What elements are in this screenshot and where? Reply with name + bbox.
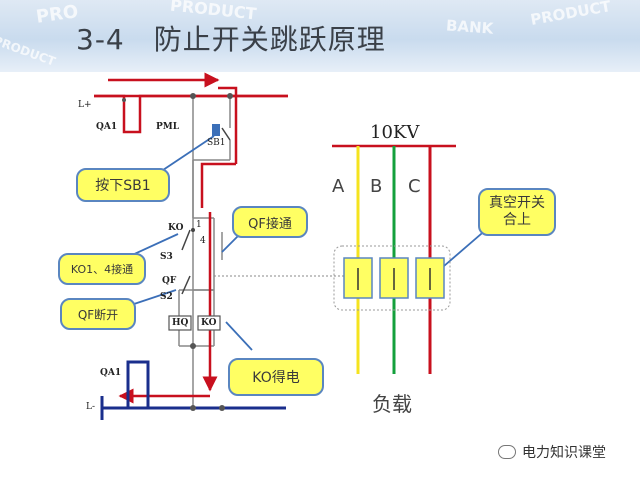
ko-contact <box>181 229 191 251</box>
sb1-pushbutton <box>212 124 220 136</box>
qa1-bottom-label: QA1 <box>100 368 122 378</box>
junction-dots <box>122 93 233 411</box>
voltage-label: 10KV <box>370 122 420 143</box>
hq-coil <box>168 315 192 331</box>
sb1-label: SB1 <box>207 138 226 148</box>
brand-name: 电力知识课堂 <box>522 445 606 461</box>
qf-contact <box>181 275 191 295</box>
s3-label: S3 <box>160 252 173 262</box>
negative-bus-label: L- <box>86 402 96 412</box>
pml-label: PML <box>156 122 180 132</box>
ko-coil <box>197 315 221 331</box>
ko-coil-label: KO <box>201 318 217 328</box>
ko-contact-label: KO <box>168 223 184 233</box>
hq-coil-label: HQ <box>172 318 189 328</box>
load-label: 负载 <box>372 392 412 416</box>
callout-qf-off: QF断开 <box>60 298 136 330</box>
chat-bubble-icon <box>498 445 516 459</box>
callout-press-sb1: 按下SB1 <box>76 168 170 202</box>
phase-b-label: B <box>370 176 383 197</box>
callout-qf-on: QF接通 <box>232 206 308 238</box>
footer-brand: 电力知识课堂 <box>498 442 606 462</box>
pin-1-label: 1 <box>196 220 202 230</box>
callout-vacuum-breaker-closed: 真空开关合上 <box>478 188 556 236</box>
breaker-poles <box>343 257 445 299</box>
phase-c-label: C <box>408 176 421 197</box>
qa1-top-label: QA1 <box>96 122 118 132</box>
callout-ko-contacts: KO1、4接通 <box>58 253 146 285</box>
junction-dot <box>191 228 195 232</box>
positive-bus-label: L+ <box>78 100 92 110</box>
callout-ko-energized: KO得电 <box>228 358 324 396</box>
title-banner: PRO PRODUCT BANK PRODUCT PRODUCT 3-4 防止开… <box>0 0 640 72</box>
pin-4-label: 4 <box>200 236 206 246</box>
qf-label: QF <box>162 276 177 286</box>
sb1-contact <box>221 127 231 141</box>
control-current-path <box>94 72 288 404</box>
s2-label: S2 <box>160 292 173 302</box>
page-title: 3-4 防止开关跳跃原理 <box>76 23 386 56</box>
phase-a-label: A <box>332 176 345 197</box>
breaker-outline <box>333 245 451 311</box>
